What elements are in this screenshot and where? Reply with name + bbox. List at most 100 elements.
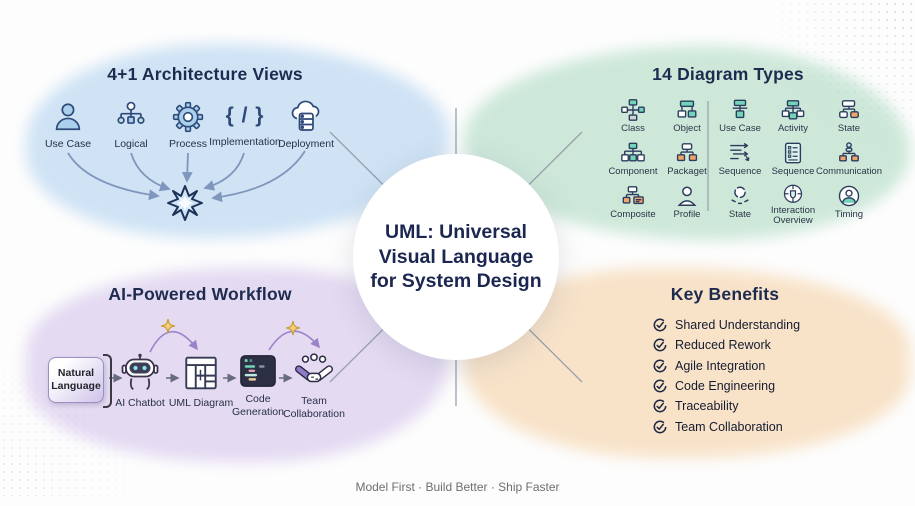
timing-diagram-icon (838, 185, 860, 207)
workflow-step-label: UML Diagram (168, 397, 234, 409)
check-circle-icon (653, 318, 667, 332)
diagram-type-label: Component (608, 166, 658, 177)
check-circle-icon (653, 379, 667, 393)
diagram-type-label: Sequence (718, 166, 762, 177)
table-diagram-icon (185, 356, 217, 390)
benefits-title: Key Benefits (670, 284, 780, 304)
code-braces-icon: { / } (225, 104, 265, 127)
converging-arrows (67, 150, 306, 203)
benefit-item: Agile Integration (653, 356, 800, 376)
arch-item-logical: Logical (114, 99, 148, 150)
diagram-type-component: Component (606, 140, 660, 183)
diagram-types-right-group: Use Case Activity (712, 97, 882, 226)
diagram-type-composite: Composite (606, 183, 660, 226)
object-diagram-icon (677, 100, 697, 118)
arch-item-label: Logical (114, 138, 148, 150)
benefit-label: Shared Understanding (675, 318, 801, 333)
arch-item-label: Deployment (277, 138, 335, 150)
diagram-type-state: State (818, 97, 880, 140)
center-title-line-3: for System Design (370, 270, 542, 293)
diagram-group-divider (707, 101, 709, 211)
arch-item-label: Use Case (44, 138, 92, 150)
check-circle-icon (653, 338, 667, 352)
diagram-type-communication: Communication (816, 140, 882, 183)
center-title-line-2: Visual Language (378, 245, 534, 268)
workflow-step-label: AI Chatbot (115, 397, 165, 409)
handshake-icon (295, 353, 334, 383)
use-case-diagram-icon (732, 99, 748, 119)
diagram-type-label: State (728, 209, 752, 220)
sparkle-icon (160, 318, 301, 336)
interaction-overview-icon (783, 184, 803, 203)
communication-diagram-icon (839, 142, 859, 162)
benefit-item: Team Collaboration (653, 416, 800, 436)
diagram-type-packaget: Packaget (660, 140, 714, 183)
diagram-type-profile: Profile (660, 183, 714, 226)
robot-icon (121, 353, 159, 391)
workflow-step-uml-diagram: UML Diagram (166, 353, 236, 410)
diagram-type-sequence: Sequence (712, 140, 768, 183)
diagram-type-use-case: Use Case (712, 97, 768, 140)
workflow-step-team-collaboration: Team Collaboration (279, 353, 349, 421)
diagram-types-left-group: Class Object (606, 97, 714, 226)
diagram-type-interaction-overview: Interaction Overview (768, 183, 818, 226)
diagram-type-class: Class (606, 97, 660, 140)
diagram-type-state-2: State (712, 183, 768, 226)
diagram-type-activity: Activity (768, 97, 818, 140)
starburst-icon (167, 185, 203, 221)
workflow-step-label: Team Collaboration (283, 395, 345, 420)
composite-diagram-icon (622, 186, 644, 205)
package-diagram-icon (676, 143, 698, 162)
profile-diagram-icon (677, 186, 697, 206)
class-diagram-icon (621, 99, 645, 121)
diagram-type-object: Object (660, 97, 714, 140)
bracket-decoration (103, 354, 112, 408)
diagram-type-label: Timing (834, 209, 864, 220)
gear-icon (172, 101, 204, 133)
sequence-diagram-icon (730, 143, 750, 162)
diagram-type-label: State (837, 123, 861, 134)
center-title-line-1: UML: Universal (385, 221, 527, 244)
benefit-label: Traceability (675, 399, 739, 414)
sequence-list-icon (784, 142, 802, 164)
arch-item-label: Process (169, 138, 207, 150)
workflow-title: AI-Powered Workflow (108, 284, 292, 304)
check-circle-icon (653, 399, 667, 413)
diagram-type-timing: Timing (818, 183, 880, 226)
benefit-item: Code Engineering (653, 376, 800, 396)
diagram-types-title: 14 Diagram Types (652, 64, 804, 84)
benefit-label: Agile Integration (675, 358, 766, 373)
halftone-texture-top-right (755, 0, 915, 150)
activity-diagram-icon (781, 100, 805, 120)
workflow-step-label: Code Generation (232, 393, 284, 418)
diagram-type-label: Sequence (771, 166, 815, 177)
center-title: UML: Universal Visual Language for Syste… (370, 220, 541, 293)
component-diagram-icon (621, 142, 645, 162)
state-machine-icon (731, 186, 749, 205)
arch-item-deployment: Deployment (278, 99, 334, 150)
code-window-icon (240, 355, 276, 387)
arch-item-process: Process (169, 99, 207, 150)
benefit-item: Traceability (653, 396, 800, 416)
hierarchy-icon (117, 101, 145, 124)
workflow-step-ai-chatbot: AI Chatbot (105, 353, 175, 410)
check-circle-icon (653, 359, 667, 373)
benefit-item: Shared Understanding (653, 315, 800, 335)
arch-item-implementation: { / } Implementation (209, 99, 281, 148)
diagram-type-label: Activity (777, 123, 809, 134)
state-diagram-icon (839, 100, 859, 119)
benefit-item: Reduced Rework (653, 335, 800, 355)
architecture-views-title: 4+1 Architecture Views (107, 64, 303, 84)
arch-item-label: Implementation (209, 136, 281, 148)
natural-language-box: Natural Language (48, 357, 104, 403)
diagram-type-label: Composite (610, 209, 656, 220)
workflow-step-code-generation: Code Generation (223, 353, 293, 419)
diagram-type-label: Communication (816, 166, 882, 177)
footer-tagline: Model First · Build Better · Ship Faster (355, 480, 560, 494)
benefit-label: Code Engineering (675, 379, 776, 394)
diagram-type-label: Object (673, 123, 701, 134)
benefit-label: Reduced Rework (675, 338, 771, 353)
diagram-type-label: Use Case (719, 123, 761, 134)
